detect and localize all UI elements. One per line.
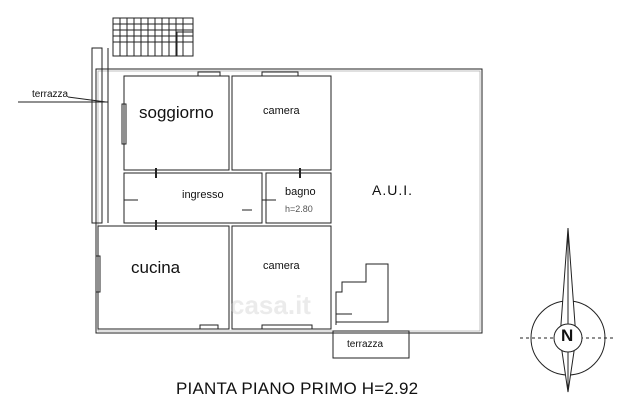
- terrace-bottom: [332, 330, 410, 359]
- room-label-camera-bottom: camera: [263, 260, 300, 272]
- building-outline: [95, 68, 483, 334]
- terrace-bottom-label: terrazza: [347, 339, 384, 350]
- north-arrow-icon: [520, 227, 616, 393]
- plan-title: PIANTA PIANO PRIMO H=2.92: [176, 379, 419, 398]
- stairs-icon: [112, 17, 194, 57]
- terrace-left-label: terrazza: [32, 89, 69, 100]
- room-label-cucina: cucina: [131, 258, 181, 277]
- terrace-left: [91, 47, 103, 224]
- bagno-height-label: h=2.80: [285, 204, 313, 214]
- room-label-bagno: bagno: [285, 186, 316, 198]
- room-ingresso: [123, 172, 263, 224]
- room-soggiorno: [123, 75, 230, 171]
- room-camera-top: [231, 75, 332, 171]
- room-label-camera-top: camera: [263, 105, 300, 117]
- room-bagno: [265, 172, 332, 224]
- room-cucina: [97, 225, 230, 330]
- north-label: N: [561, 326, 574, 345]
- room-label-soggiorno: soggiorno: [139, 103, 214, 122]
- room-label-ingresso: ingresso: [182, 189, 224, 201]
- room-label-aui: A.U.I.: [372, 182, 414, 198]
- watermark: casa.it: [230, 290, 311, 320]
